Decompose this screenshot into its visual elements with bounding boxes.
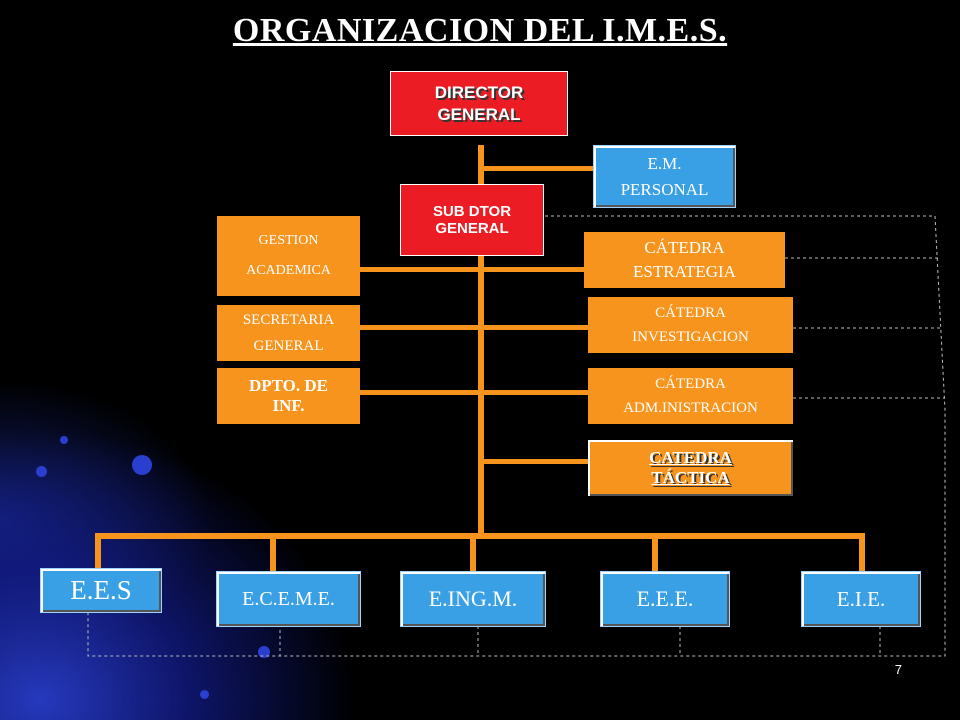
- catedra-tactica-box: CATEDRA TÁCTICA: [588, 440, 793, 496]
- catedra-administracion-line2: ADM.INISTRACION: [623, 400, 758, 416]
- page-title: ORGANIZACION DEL I.M.E.S.: [232, 12, 728, 49]
- school-eie-box: E.I.E.: [801, 571, 921, 627]
- decorative-dot: [132, 455, 152, 475]
- director-line2: GENERAL: [437, 104, 521, 124]
- school-eee-box: E.E.E.: [600, 571, 730, 627]
- secretaria-line1: SECRETARIA: [242, 312, 335, 328]
- catedra-estrategia-line2: ESTRATEGIA: [633, 262, 736, 281]
- catedra-investigacion-box: CÁTEDRA INVESTIGACION: [588, 297, 793, 353]
- em-personal-line1: E.M.: [647, 153, 682, 173]
- catedra-tactica-line2: TÁCTICA: [651, 468, 730, 487]
- secretaria-line2: GENERAL: [253, 338, 324, 354]
- director-general-box: DIRECTOR GENERAL: [390, 71, 568, 136]
- dpto-inf-box: DPTO. DE INF.: [217, 368, 360, 424]
- gestion-line1: GESTION: [258, 233, 319, 248]
- decorative-dot: [200, 690, 209, 699]
- school-eee-label: E.E.E.: [636, 586, 694, 611]
- secretaria-general-box: SECRETARIA GENERAL: [217, 305, 360, 361]
- gestion-line2: ACADEMICA: [246, 263, 331, 278]
- school-eceme-label: E.C.E.M.E.: [242, 587, 335, 610]
- school-eceme-box: E.C.E.M.E.: [216, 571, 361, 627]
- catedra-tactica-line1: CATEDRA: [649, 448, 732, 467]
- catedra-investigacion-line2: INVESTIGACION: [632, 329, 749, 345]
- catedra-investigacion-line1: CÁTEDRA: [655, 305, 726, 321]
- director-line1: DIRECTOR: [434, 82, 524, 102]
- catedra-administracion-box: CÁTEDRA ADM.INISTRACION: [588, 368, 793, 424]
- em-personal-line2: PERSONAL: [620, 179, 709, 199]
- school-ees-label: E.E.S: [70, 575, 132, 605]
- catedra-estrategia-line1: CÁTEDRA: [644, 238, 725, 257]
- school-eingm-label: E.ING.M.: [428, 586, 518, 611]
- sub-director-box: SUB DTOR GENERAL: [400, 184, 544, 256]
- sub-director-line1: SUB DTOR: [432, 203, 512, 220]
- em-personal-box: E.M. PERSONAL: [593, 145, 736, 208]
- page-number: 7: [894, 662, 902, 677]
- school-ees-box: E.E.S: [40, 568, 162, 613]
- gestion-academica-box: GESTION ACADEMICA: [217, 216, 360, 296]
- decorative-dot: [258, 646, 270, 658]
- school-eie-label: E.I.E.: [836, 586, 886, 611]
- dpto-line2: INF.: [272, 396, 305, 415]
- dpto-line1: DPTO. DE: [248, 376, 329, 395]
- catedra-estrategia-box: CÁTEDRA ESTRATEGIA: [584, 232, 785, 288]
- school-eingm-box: E.ING.M.: [400, 571, 546, 627]
- decorative-dot: [36, 466, 47, 477]
- decorative-dot: [60, 436, 68, 444]
- sub-director-line2: GENERAL: [435, 220, 509, 237]
- catedra-administracion-line1: CÁTEDRA: [655, 376, 726, 392]
